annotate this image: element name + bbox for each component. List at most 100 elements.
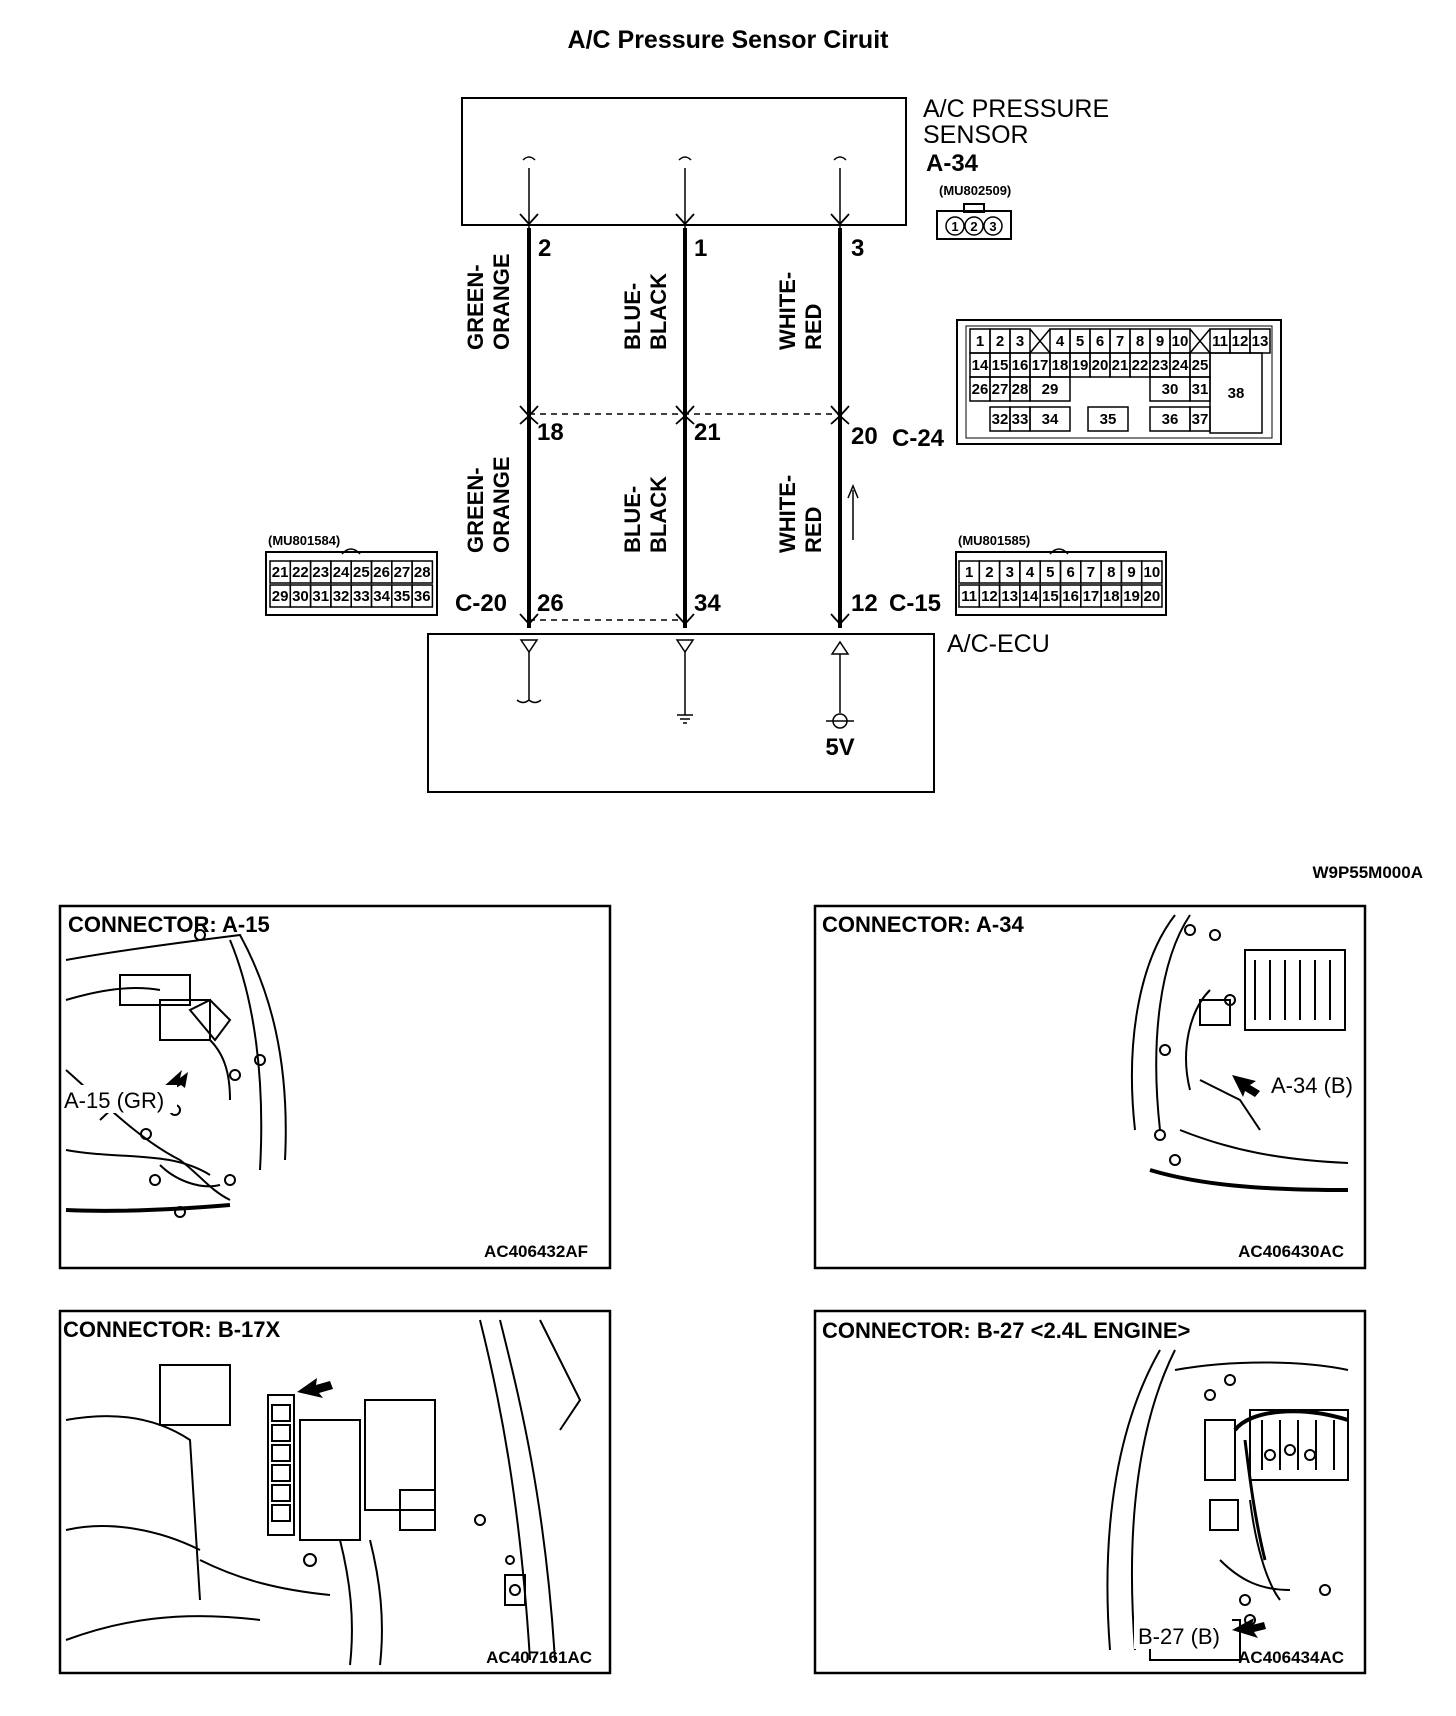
- connector-cavity: [1140, 584, 1163, 608]
- connector-pin-label: 10: [1144, 564, 1161, 581]
- diagram-title: A/C Pressure Sensor Ciruit: [568, 26, 890, 54]
- connector-pin-label: 26: [972, 381, 989, 398]
- connector-pin-label: 4: [1056, 333, 1065, 350]
- connector-cavity: [1029, 406, 1071, 432]
- connector-pin-label: 1: [976, 333, 984, 350]
- sensor-part-number: (MU802509): [939, 183, 1011, 198]
- sensor-pin-number: 2: [538, 235, 551, 262]
- connector-pin-label: 12: [1232, 333, 1249, 350]
- engine-bay-drawing: [1106, 1349, 1349, 1661]
- connector-pin-label: 32: [333, 588, 350, 605]
- signal-arrow: [847, 484, 859, 540]
- connector-pin-label: 28: [1012, 381, 1029, 398]
- c20-connector-id: C-20: [455, 590, 507, 617]
- ecu-pin-number: 34: [694, 590, 721, 617]
- connector-pin-label: 22: [292, 564, 309, 581]
- engine-bay-drawing: [65, 929, 287, 1218]
- connector-pin-label: 16: [1012, 357, 1029, 374]
- connector-pin-label: 12: [981, 588, 998, 605]
- connector-pin-label: 14: [972, 357, 989, 374]
- ecu-box: [427, 633, 935, 793]
- pointer-arrow-icon: [297, 1378, 333, 1398]
- connector-pin-label: 8: [1136, 333, 1144, 350]
- connector-pin-label: 35: [394, 588, 411, 605]
- connector-pin-label: 18: [1103, 588, 1120, 605]
- connector-pin-label: 4: [1026, 564, 1035, 581]
- connector-pin-label: 3: [1016, 333, 1024, 350]
- connector-pin-label: 30: [292, 588, 309, 605]
- connector-pin-label: 6: [1096, 333, 1104, 350]
- sensor-face-pin: 2: [970, 219, 977, 234]
- connector-pin-label: 15: [1042, 588, 1059, 605]
- wire-color-label: GREEN-: [463, 264, 488, 350]
- connector-pin-label: 30: [1162, 381, 1179, 398]
- connector-pin-label: 34: [1042, 411, 1059, 428]
- connector-pin-label: 1: [965, 564, 973, 581]
- connector-pin-label: 27: [394, 564, 411, 581]
- connector-pin-label: 2: [985, 564, 993, 581]
- connector-pin-label: 35: [1100, 411, 1117, 428]
- connector-pin-label: 25: [353, 564, 370, 581]
- callout-backdrop: [62, 1085, 177, 1113]
- connector-cavity: [1189, 376, 1211, 402]
- connector-pin-label: 20: [1092, 357, 1109, 374]
- connector-pin-label: 19: [1072, 357, 1089, 374]
- connector-pin-label: 16: [1062, 588, 1079, 605]
- connector-pin-label: 10: [1172, 333, 1189, 350]
- wire-color-label: WHITE-: [775, 475, 800, 553]
- panel-code: AC406432AF: [484, 1242, 588, 1261]
- connector-pin-label: 29: [1042, 381, 1059, 398]
- connector-pin-label: 36: [414, 588, 431, 605]
- panel-callout: A-34 (B): [1271, 1073, 1353, 1098]
- wire-color-label: BLACK: [646, 476, 671, 553]
- engine-bay-drawing: [65, 1319, 582, 1666]
- panel-code: AC407161AC: [486, 1648, 592, 1667]
- connector-pin-label: 18: [1052, 357, 1069, 374]
- connector-pin-label: 33: [1012, 411, 1029, 428]
- blank-cavity-mark: [1029, 328, 1051, 354]
- panel-callout: A-15 (GR): [64, 1088, 164, 1113]
- panel-callout: B-27 (B): [1138, 1624, 1220, 1649]
- ecu-pin-number: 26: [537, 590, 564, 617]
- connector-pin-label: 14: [1022, 588, 1039, 605]
- wire-green-orange: [522, 156, 536, 628]
- sensor-pin-number: 1: [694, 235, 707, 262]
- connector-pin-label: 37: [1192, 411, 1209, 428]
- connector-pin-label: 17: [1032, 357, 1049, 374]
- connector-pin-label: 38: [1228, 385, 1245, 402]
- ecu-pin-number: 12: [851, 590, 878, 617]
- connector-pin-label: 13: [1001, 588, 1018, 605]
- connector-pin-label: 9: [1127, 564, 1135, 581]
- sensor-box: [461, 97, 907, 226]
- c24-pin-number: 18: [537, 419, 564, 446]
- connector-pin-label: 24: [1172, 357, 1189, 374]
- connector-pin-label: 11: [961, 588, 977, 605]
- terminal-chevrons: [519, 213, 850, 626]
- connector-pin-label: 6: [1066, 564, 1074, 581]
- sensor-connector-id: A-34: [926, 150, 979, 177]
- connector-cavity: [411, 560, 434, 584]
- sensor-face-pin: 1: [951, 219, 958, 234]
- wire-color-label: ORANGE: [489, 456, 514, 553]
- c15-part-number: (MU801585): [958, 533, 1030, 548]
- panel-title: CONNECTOR: A-15: [68, 912, 270, 937]
- connector-pin-label: 11: [1212, 333, 1228, 350]
- wire-color-label: RED: [801, 304, 826, 350]
- connector-pin-label: 3: [1006, 564, 1014, 581]
- panel-code: AC406430AC: [1238, 1242, 1344, 1261]
- c24-pin-number: 21: [694, 419, 721, 446]
- connector-pin-label: 21: [272, 564, 289, 581]
- callout-backdrop: [1134, 1619, 1232, 1649]
- connector-pin-label: 15: [992, 357, 1009, 374]
- connector-pin-label: 22: [1132, 357, 1149, 374]
- connector-pin-label: 31: [1192, 381, 1209, 398]
- connector-cavity: [411, 584, 434, 608]
- connector-pin-label: 7: [1116, 333, 1124, 350]
- c20-part-number: (MU801584): [268, 533, 340, 548]
- connector-pin-label: 9: [1156, 333, 1164, 350]
- wire-color-label: BLUE-: [620, 283, 645, 350]
